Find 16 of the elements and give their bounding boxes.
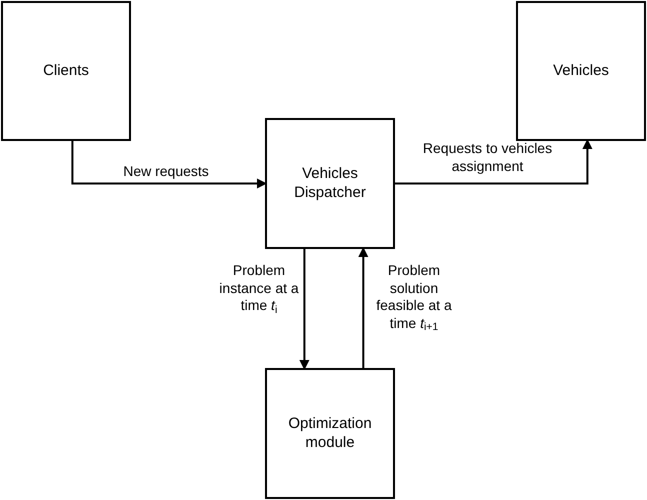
arrow — [394, 139, 592, 184]
process-box — [265, 118, 395, 249]
box-label: Vehicles — [553, 62, 609, 80]
arrow — [299, 248, 310, 370]
process-box — [516, 1, 646, 141]
edge-label: Requests to vehicles assignment — [422, 140, 554, 175]
edge-label: Problem instance at a time t$_{i}$ — [218, 262, 300, 314]
box-label: Optimization module — [287, 414, 373, 452]
edge-label: New requests — [122, 163, 210, 180]
arrow — [71, 140, 267, 188]
process-box — [1, 1, 131, 141]
box-label: Clients — [43, 62, 89, 80]
arrow — [358, 247, 368, 369]
edge-label: Problem solution feasible at a time t$_{i+1}$ — [375, 262, 453, 332]
box-label: Vehicles Dispatcher — [293, 164, 367, 202]
process-box — [265, 368, 395, 499]
